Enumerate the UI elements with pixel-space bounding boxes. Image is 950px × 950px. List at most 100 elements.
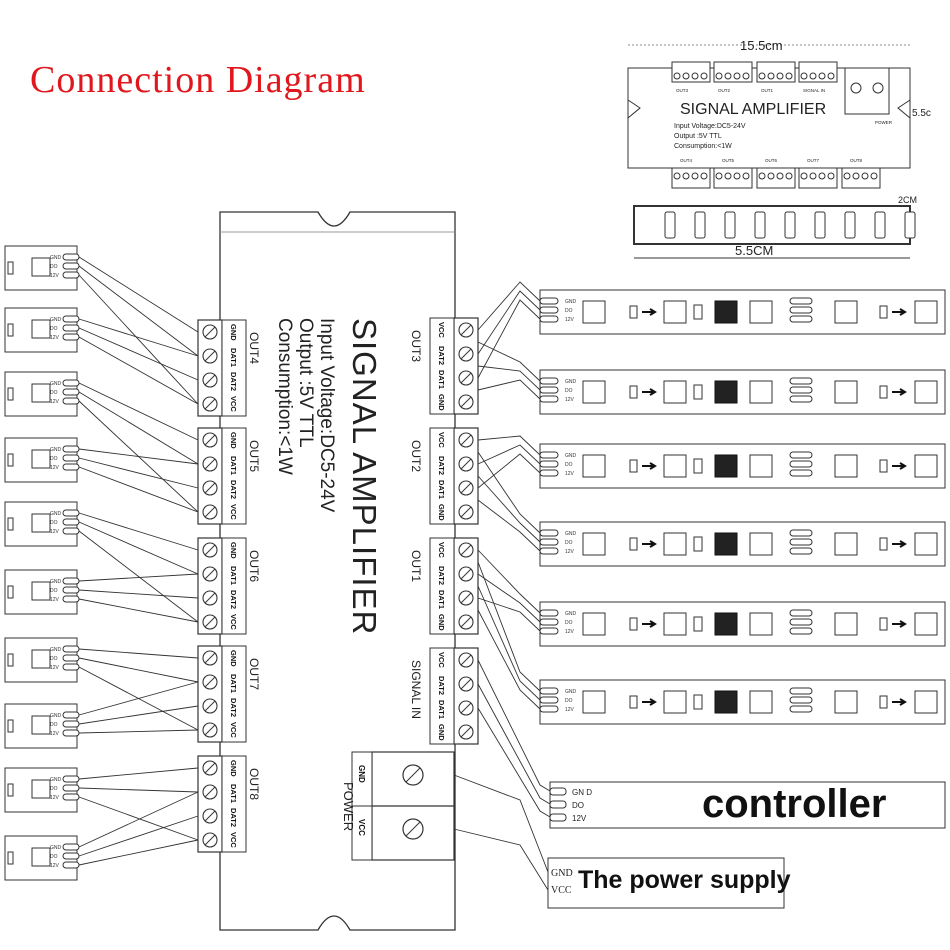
pin-label: VCC — [437, 652, 446, 668]
strip-pad — [539, 386, 559, 394]
strip-pad-label: 12V — [565, 397, 575, 403]
mini-screw — [785, 172, 793, 180]
screw-slot — [204, 350, 216, 362]
module-spec-consumption: Consumption:<1W — [274, 318, 295, 475]
led-chip — [31, 581, 51, 601]
screw-slot — [460, 726, 472, 738]
strip-resistor — [7, 653, 14, 667]
wire-left — [78, 791, 199, 848]
screw-slot — [204, 506, 216, 518]
screw-slot — [204, 482, 216, 494]
side-profile-slot — [784, 211, 796, 239]
strip-pad-label: GND — [565, 531, 577, 537]
module-spec-voltage: Input Voltage:DC5-24V — [316, 318, 337, 513]
strip-pad — [62, 262, 80, 270]
screw-slot — [460, 702, 472, 714]
wire-power-gnd — [453, 774, 549, 873]
wire-right — [477, 365, 541, 391]
pin-label-strip — [221, 427, 247, 525]
wire-left — [78, 530, 199, 623]
wire-left — [78, 512, 199, 551]
mini-top-terminal — [756, 61, 796, 83]
strip-resistor — [7, 585, 14, 599]
strip-pad — [62, 586, 80, 594]
strip-pad — [539, 609, 559, 617]
mini-screw — [809, 172, 817, 180]
cut-pad — [789, 609, 813, 617]
wire-left — [78, 705, 199, 725]
mini-top-terminal — [798, 61, 838, 83]
screw-slot — [460, 348, 472, 360]
strip-resistor — [629, 695, 638, 709]
strip-pad-label: GND — [565, 689, 577, 695]
strip-pad-label: GND — [565, 611, 577, 617]
led-chip — [914, 532, 938, 556]
pin-label: DAT2 — [437, 456, 446, 475]
controller-label: controller — [702, 782, 887, 826]
screw-slot — [204, 834, 216, 846]
strip-body — [539, 679, 946, 725]
strip-resistor — [879, 385, 888, 399]
led-chip — [663, 380, 687, 404]
led-chip — [749, 454, 773, 478]
mini-screw — [682, 172, 690, 180]
strip-resistor — [629, 459, 638, 473]
strip-resistor — [879, 459, 888, 473]
wire-right — [477, 435, 541, 456]
strip-cap — [693, 694, 703, 710]
led-chip — [749, 532, 773, 556]
wire-signal-in — [477, 659, 551, 792]
side-profile-slot — [844, 211, 856, 239]
wire-left — [78, 815, 199, 857]
mini-screw — [800, 172, 808, 180]
led-chip — [749, 690, 773, 714]
pin-label: VCC — [437, 322, 446, 338]
module-name: SIGNAL AMPLIFIER — [346, 318, 383, 636]
controller-pin-label: DO — [572, 801, 584, 810]
cut-pad — [789, 451, 813, 459]
pin-label: DAT2 — [229, 698, 238, 717]
power-vcc-label: VCC — [357, 819, 366, 836]
mini-screw — [742, 172, 750, 180]
screw-slot — [204, 700, 216, 712]
mini-screw — [733, 72, 741, 80]
wire-left — [78, 318, 199, 357]
strip-pad — [539, 395, 559, 403]
mini-bottom-terminal — [798, 167, 838, 189]
strip-pad — [62, 595, 80, 603]
strip-pad-label: 12V — [565, 707, 575, 713]
screw-slot — [460, 568, 472, 580]
pin-label: DAT2 — [229, 808, 238, 827]
strip-pad — [539, 451, 559, 459]
strip-pad — [62, 445, 80, 453]
mini-spec-voltage: Input Voltage:DC5-24V — [674, 123, 746, 130]
mini-screw — [715, 172, 723, 180]
led-chip — [914, 690, 938, 714]
cut-pad — [789, 687, 813, 695]
pin-label: GND — [229, 432, 238, 449]
mini-screw — [809, 72, 817, 80]
led-chip — [31, 513, 51, 533]
strip-pad — [539, 377, 559, 385]
strip-pad — [62, 784, 80, 792]
screw-slot — [460, 544, 472, 556]
direction-arrow — [642, 540, 657, 548]
wire-left — [78, 274, 199, 405]
mini-screw — [861, 172, 869, 180]
mini-top-port-label: OUT3 — [676, 88, 688, 93]
strip-pad — [539, 315, 559, 323]
strip-pad-label: DO — [50, 588, 58, 594]
pin-label-strip — [221, 755, 247, 853]
pin-label: DAT1 — [229, 784, 238, 803]
strip-pad-label: 12V — [50, 731, 60, 737]
pin-label-strip — [221, 319, 247, 417]
ic-chip — [714, 612, 738, 636]
